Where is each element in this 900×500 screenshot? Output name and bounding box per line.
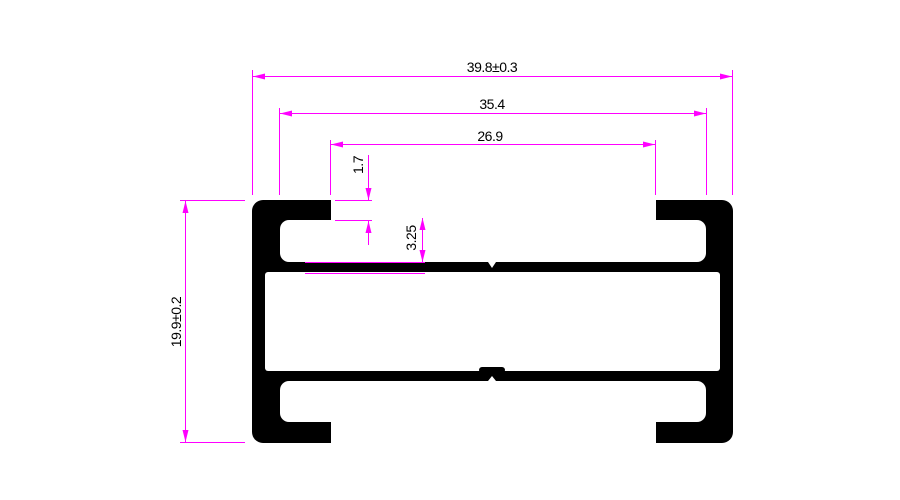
lip-thickness-label: 1.7 — [350, 155, 366, 174]
dimension-inner-width: 35.4 — [279, 96, 707, 195]
dimension-slot-opening: 26.9 — [330, 128, 656, 195]
overall-width-label: 39.8±0.3 — [467, 59, 518, 75]
dimension-overall-width: 39.8±0.3 — [252, 59, 733, 195]
overall-height-label: 19.9±0.2 — [168, 296, 184, 347]
dimension-overall-height: 19.9±0.2 — [168, 200, 245, 443]
dimension-slot-depth: 3.25 — [305, 218, 426, 274]
slot-opening-label: 26.9 — [477, 128, 503, 144]
profile-section — [252, 190, 733, 452]
slot-depth-label: 3.25 — [403, 225, 419, 251]
inner-width-label: 35.4 — [479, 96, 505, 112]
dimension-lip-thickness: 1.7 — [335, 155, 372, 245]
